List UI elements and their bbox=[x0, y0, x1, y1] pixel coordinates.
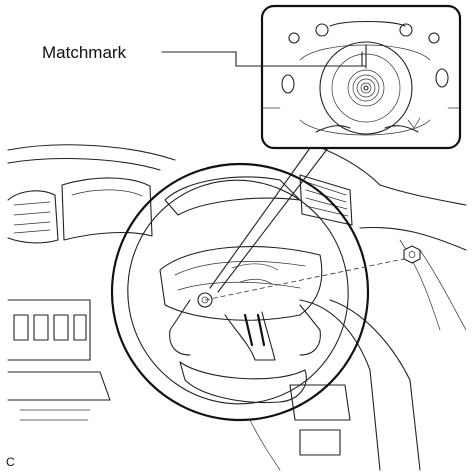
figure-code: C bbox=[6, 455, 15, 469]
callout-leader-lines bbox=[209, 147, 329, 293]
magnified-detail-icon bbox=[260, 4, 462, 150]
matchmark-callout: Matchmark bbox=[42, 43, 367, 67]
nut-icon bbox=[403, 245, 421, 264]
steering-axis-line bbox=[204, 257, 409, 301]
steering-wheel-icon bbox=[110, 162, 370, 422]
matchmark-label: Matchmark bbox=[42, 43, 127, 62]
